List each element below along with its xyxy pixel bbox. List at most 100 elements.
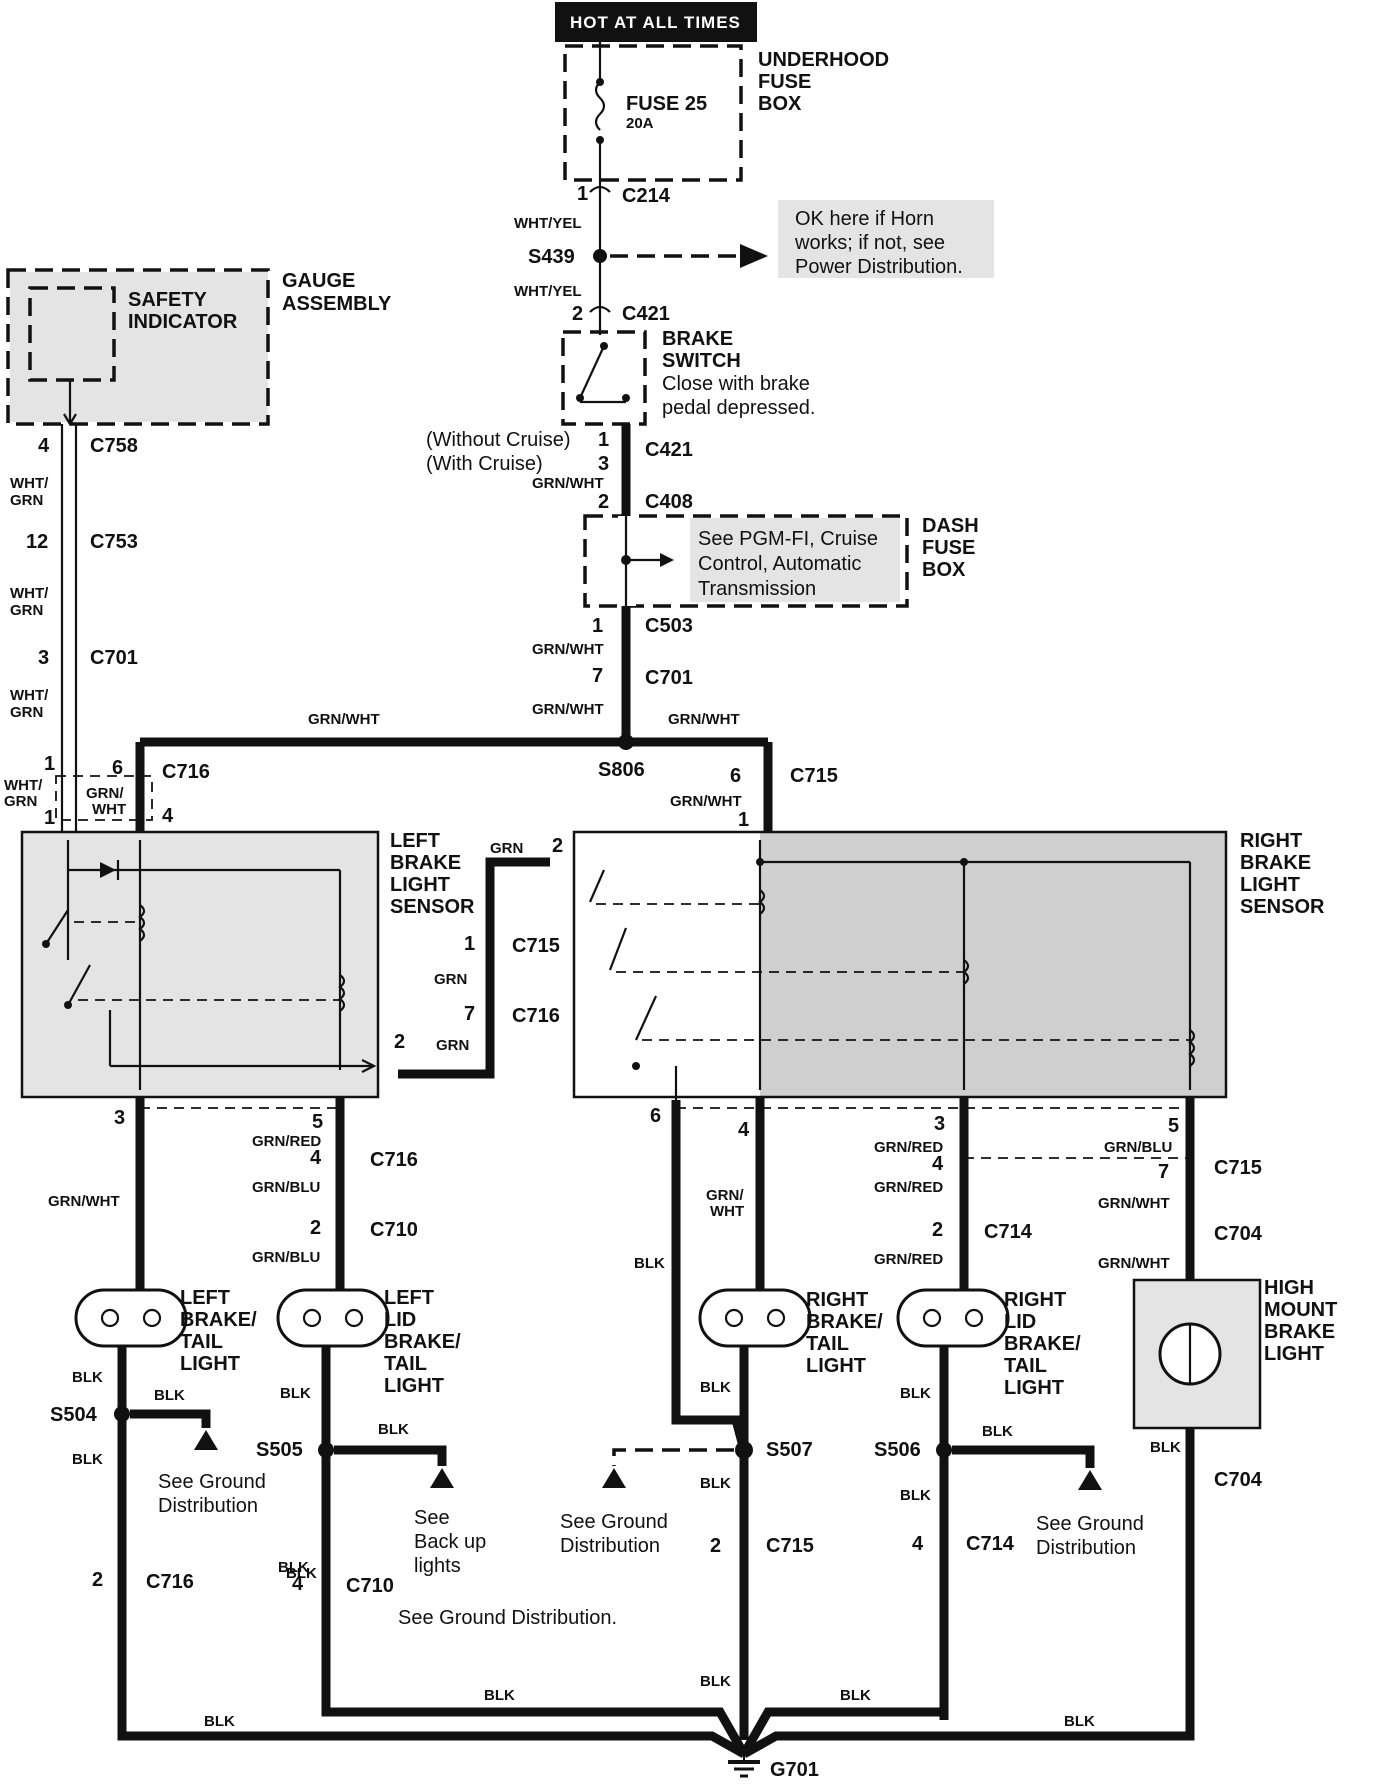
wire-wht-yel-2: WHT/YEL [514,283,582,300]
c214-label: C214 [622,185,671,207]
wire-grn-blu-2: GRN/BLU [252,1249,320,1266]
ls-relay-1-icon [45,909,69,945]
right-lid-ground-bus [740,1707,949,1757]
left-sensor-label-2: BRAKE [390,852,461,874]
power-header-box [555,2,757,42]
c710b-pin: 4 [292,1573,304,1595]
rs-relay-3-pivot [632,1062,640,1070]
wire-blk-15: BLK [204,1713,235,1730]
s504-ground-icon [194,1430,218,1450]
ls-coil-1-icon [138,904,146,942]
ground-note-3a: See Ground [560,1511,668,1533]
c701b-pin: 3 [38,647,49,669]
dash-branch-arrow-icon [660,553,674,567]
c503-label: C503 [645,615,693,637]
c710b-label: C710 [346,1575,394,1597]
s505-backup-icon [430,1468,454,1488]
wire-wht-grn-1b: GRN [10,492,43,509]
c714-pin-4: 4 [932,1153,944,1175]
fuse-terminal-top [596,78,604,86]
left-lid-label-1: LEFT [384,1287,434,1309]
ls-relay-2-icon [67,964,91,1006]
with-cruise-note: (With Cruise) [426,453,543,475]
right-lid-brake-tail-light-icon [896,1288,1010,1348]
right-lid-label-4: TAIL [1004,1355,1047,1377]
high-mount-brake-light-box [1132,1278,1262,1430]
wire-grn-red-2: GRN/RED [874,1139,943,1156]
indicator-arrow-icon [63,413,77,427]
left-lid-label-2: LID [384,1309,416,1331]
s506-ground-icon [1078,1470,1102,1490]
high-mount-label-1: HIGH [1264,1277,1314,1299]
wire-blk-9: BLK [700,1475,731,1492]
ls-diode-icon [100,862,116,878]
safety-indicator-box [28,286,116,382]
pin6-blk-wire [671,1100,749,1452]
wire-grn-red-1: GRN/RED [252,1133,321,1150]
c710a-pin: 2 [310,1217,321,1239]
wire-wht-grn-1a: WHT/ [10,475,49,492]
c214-connector-icon [589,185,611,193]
right-ground-bus [741,1720,1195,1758]
brake-switch-note-2: pedal depressed. [662,397,815,419]
rs-relay-2-icon [608,927,628,971]
s504-ground-branch [130,1409,211,1428]
fuse-25-icon [594,81,606,131]
right-sensor-pin-3: 3 [934,1113,945,1135]
s806-splice [618,734,634,750]
ls-out-arrow-icon [361,1059,377,1073]
c716b-pin: 7 [464,1003,475,1025]
ground-note-5: See Ground Distribution. [398,1607,617,1629]
wire-grn-wht-1: GRN/WHT [532,475,604,492]
ground-note-2c: lights [414,1555,461,1577]
horn-note-1: OK here if Horn [795,208,934,230]
c715b-pin: 1 [464,933,475,955]
wire-blk-5: BLK [280,1385,311,1402]
c710a-label: C710 [370,1219,418,1241]
wire-blk-3: BLK [154,1387,185,1404]
wire-blk-4: BLK [72,1451,103,1468]
s506-ground-branch [952,1445,1095,1468]
right-tail-label-4: LIGHT [806,1355,866,1377]
dash-note-1: See PGM-FI, Cruise [698,528,878,550]
right-sensor-label-2: BRAKE [1240,852,1311,874]
s505-splice [318,1442,334,1458]
s806-label: S806 [598,759,645,781]
wire-grn-wht-10: GRN/WHT [1098,1255,1170,1272]
c716b-label: C716 [512,1005,560,1027]
wire-grn-3: GRN [436,1037,469,1054]
c716d-pin: 2 [92,1569,103,1591]
wire-blk-16: BLK [700,1673,731,1690]
c701a-pin: 7 [592,665,603,687]
wire-grn-wht-9: GRN/WHT [1098,1195,1170,1212]
wire-grn-1: GRN [490,840,523,857]
left-lid-filament-1-icon [302,1308,322,1328]
ls-relay-1-pivot [42,940,50,948]
dash-fuse-label-3: BOX [922,559,966,581]
wire-blk-19: BLK [286,1565,317,1582]
c715a-pin-6: 6 [730,765,741,787]
s439-splice [593,249,607,263]
c714b-label: C714 [966,1533,1015,1555]
fuse-name: FUSE 25 [626,93,707,115]
c758-pin: 4 [38,435,50,457]
c701b-label: C701 [90,647,138,669]
wire-grn-wht-small-1: GRN/ [86,785,124,802]
wire-grn-wht-small-2: WHT [92,801,126,818]
high-mount-label-4: LIGHT [1264,1343,1324,1365]
c503-pin: 1 [592,615,603,637]
left-tail-label-4: LIGHT [180,1353,240,1375]
c715d-label: C715 [766,1535,814,1557]
c716d-label: C716 [146,1571,194,1593]
dash-fuse-label-2: FUSE [922,537,975,559]
brake-switch-title-2: SWITCH [662,350,741,372]
horn-arrow-icon [740,244,768,268]
left-lid-filament-2-icon [344,1308,364,1328]
c408-label: C408 [645,491,693,513]
s505-label: S505 [256,1439,303,1461]
right-lid-label-3: BRAKE/ [1004,1333,1081,1355]
horn-note-3: Power Distribution. [795,256,963,278]
left-sensor-pin-2: 2 [394,1031,405,1053]
rs-splice-1 [756,858,764,866]
c714a-label: C714 [984,1221,1033,1243]
